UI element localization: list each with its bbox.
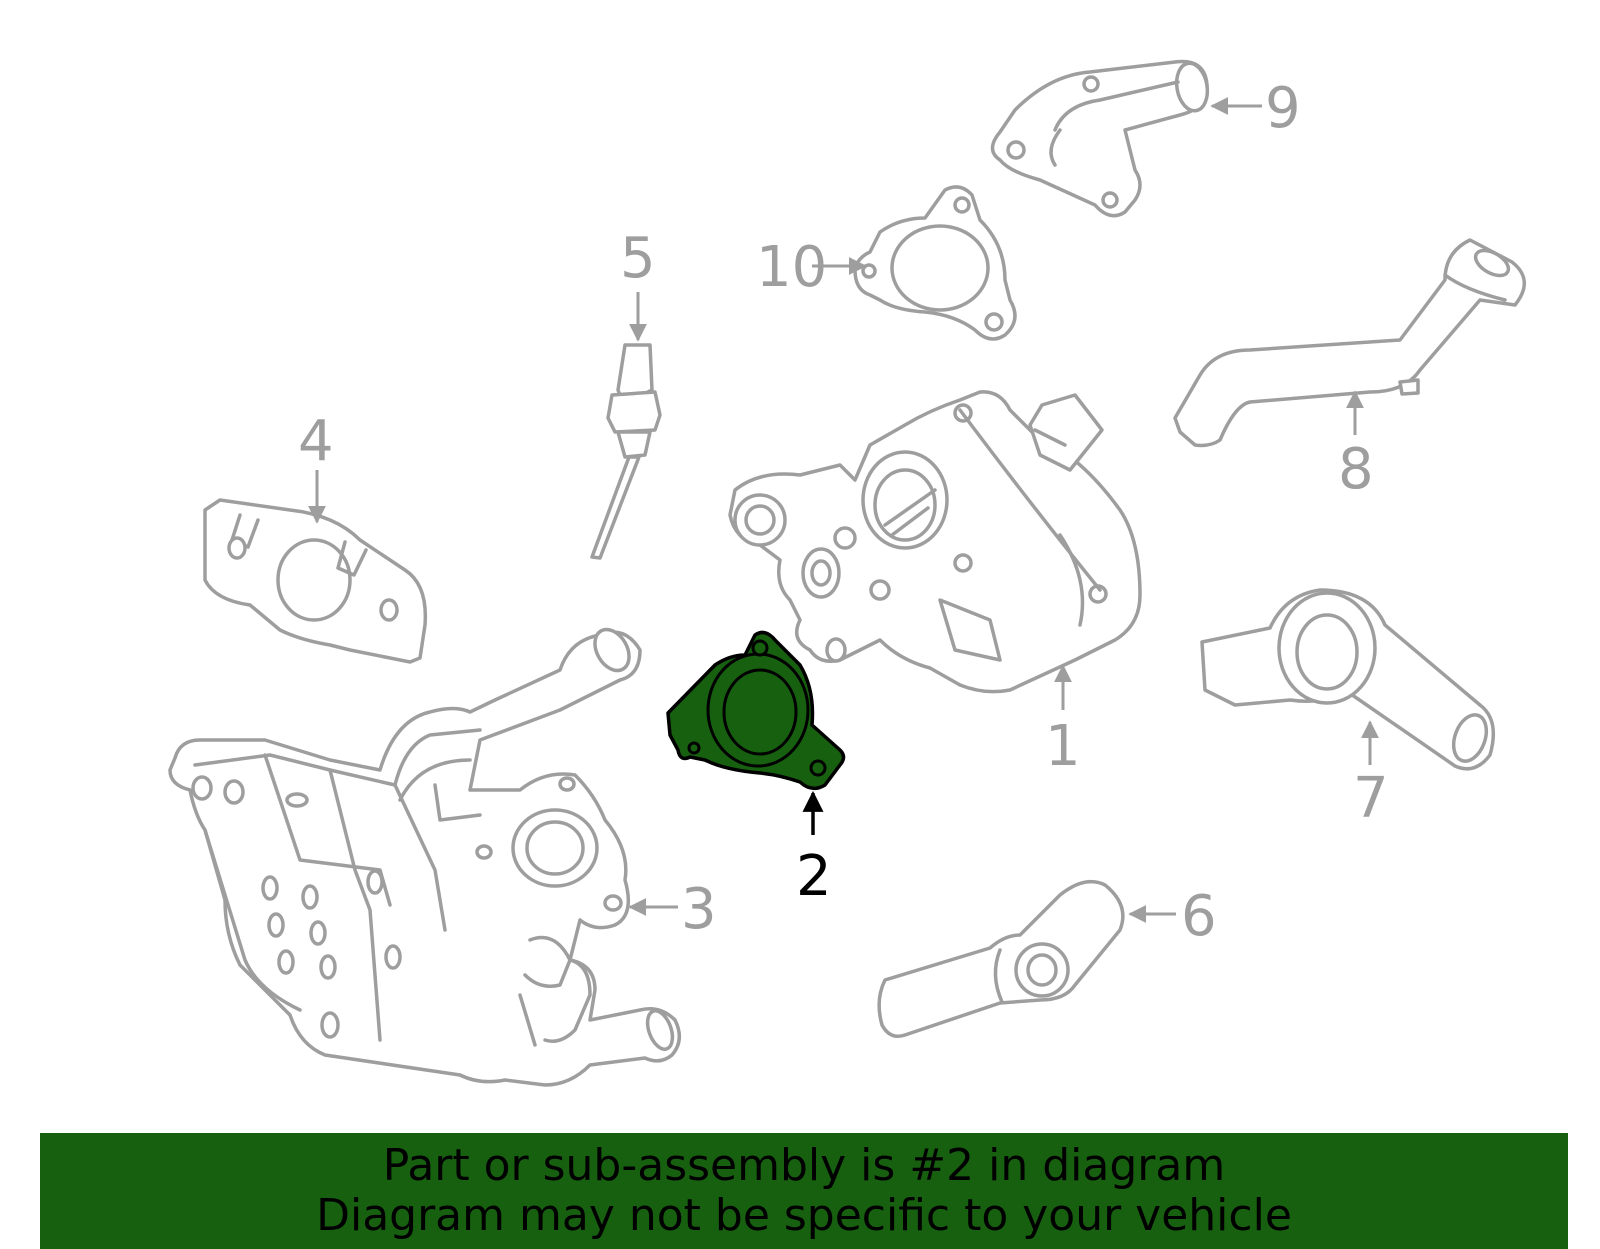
callout-7: 7 xyxy=(1353,766,1389,831)
banner-line-disclaimer: Diagram may not be specific to your vehi… xyxy=(316,1190,1292,1241)
callout-2: 2 xyxy=(796,844,832,909)
part-8-tube[interactable] xyxy=(1173,238,1526,448)
part-10-gasket[interactable] xyxy=(853,185,1017,341)
part-4-gasket[interactable] xyxy=(203,498,428,664)
callout-1: 1 xyxy=(1045,714,1081,779)
info-banner: Part or sub-assembly is #2 in diagram Di… xyxy=(40,1133,1568,1249)
callout-9: 9 xyxy=(1265,76,1301,141)
part-2-gasket-highlighted[interactable] xyxy=(666,630,846,791)
callout-6: 6 xyxy=(1181,884,1217,949)
callout-5: 5 xyxy=(620,226,656,291)
part-5-sensor[interactable] xyxy=(590,343,662,560)
callout-3: 3 xyxy=(681,877,717,942)
part-3-egr-cooler[interactable] xyxy=(168,623,682,1087)
banner-line-part: Part or sub-assembly is #2 in diagram xyxy=(382,1140,1226,1191)
callout-10: 10 xyxy=(756,235,827,300)
part-7-hose[interactable] xyxy=(1200,588,1496,771)
callout-8: 8 xyxy=(1338,437,1374,502)
part-9-water-outlet[interactable] xyxy=(990,59,1211,218)
callout-4: 4 xyxy=(298,409,334,474)
part-6-hose[interactable] xyxy=(877,879,1125,1038)
part-1-egr-valve[interactable] xyxy=(728,390,1142,694)
